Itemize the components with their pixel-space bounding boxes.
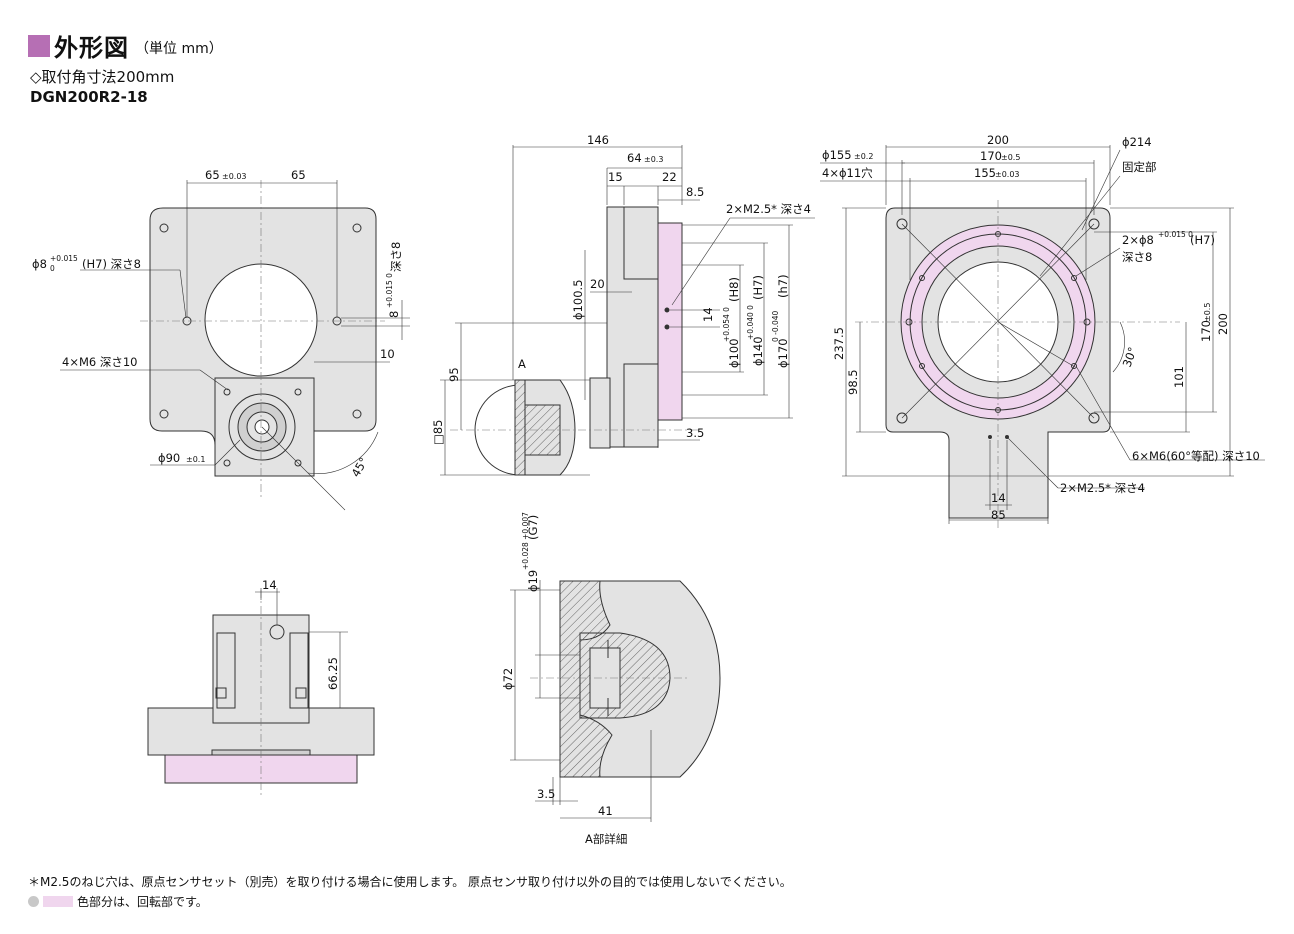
- dim-pin2-tol: +0.015 0: [1158, 230, 1193, 239]
- dim-20: 20: [590, 277, 605, 291]
- bottom-view: 14 66.25: [147, 578, 375, 798]
- dim-200r: 200: [1216, 313, 1230, 335]
- side-view: 146 64 ±0.3 15 22 8.5 2×M2.5* 深さ4 ϕ100.5…: [431, 133, 815, 476]
- dim-101: 101: [1172, 366, 1186, 388]
- dim-phi19: ϕ19: [526, 570, 540, 592]
- dim-14-bottom: 14: [262, 578, 277, 592]
- dim-pin-hole: ϕ8: [32, 257, 47, 271]
- label-fixed: 固定部: [1122, 160, 1157, 174]
- dim-phi72: ϕ72: [501, 668, 515, 690]
- dim-237-5: 237.5: [832, 327, 846, 360]
- footnote-rotating-text: 色部分は、回転部です。: [77, 895, 208, 909]
- dim-phi100-tol: +0.054 0: [722, 307, 731, 342]
- dim-64: 64: [627, 151, 642, 165]
- title-marker: [28, 34, 50, 57]
- dim-phi19-tol: +0.028 +0.007: [521, 512, 530, 570]
- dim-64-tol: ±0.3: [644, 155, 663, 164]
- dim-170r: 170: [1199, 320, 1213, 342]
- dim-8-5: 8.5: [686, 185, 704, 199]
- dim-170-tol: ±0.5: [1001, 153, 1020, 162]
- label-a: A: [518, 357, 526, 371]
- dim-m25x2: 2×M2.5* 深さ4: [1060, 481, 1145, 495]
- dim-phi155: ϕ155: [822, 148, 852, 162]
- dim-right-8-tol: +0.015 0: [385, 273, 394, 308]
- dim-phi155-tol: ±0.2: [854, 152, 873, 161]
- dim-pin-hole-tol-up: +0.015: [50, 254, 78, 263]
- dim-phi140-fit: (H7): [751, 275, 765, 300]
- dim-170r-tol: ±0.5: [1203, 303, 1212, 322]
- model-name: DGN200R2-18: [30, 88, 148, 106]
- dim-65: 65: [291, 168, 306, 182]
- dim-95: 95: [447, 367, 461, 382]
- dim-146: 146: [587, 133, 609, 147]
- dim-22: 22: [662, 170, 677, 184]
- dim-155: 155: [974, 166, 996, 180]
- dim-65-tol-note: ±0.03: [222, 172, 247, 181]
- dim-85: 85: [991, 508, 1006, 522]
- dim-65-tol: 65: [205, 168, 220, 182]
- footnote-rotating: 色部分は、回転部です。: [28, 893, 208, 910]
- dim-3-5-detail: 3.5: [537, 787, 555, 801]
- dim-angle45: 45°: [348, 455, 370, 480]
- dim-pin2-fit: (H7): [1190, 233, 1215, 247]
- dim-phi170-fit: (h7): [776, 274, 790, 298]
- dim-98-5: 98.5: [846, 369, 860, 395]
- dim-170: 170: [980, 149, 1002, 163]
- dim-right-depth: 深さ8: [389, 242, 403, 272]
- dim-phi100-fit: (H8): [727, 277, 741, 302]
- dim-3-5: 3.5: [686, 426, 704, 440]
- dim-phi90: ϕ90: [158, 451, 180, 465]
- dim-m25: 2×M2.5* 深さ4: [726, 202, 811, 216]
- dim-phi170-tol: 0 -0.040: [771, 310, 780, 342]
- dim-phi19-fit: (G7): [526, 515, 540, 540]
- mount-size: ◇取付角寸法200mm: [30, 68, 175, 86]
- dim-14-top: 14: [991, 491, 1006, 505]
- unit-label: （単位 mm）: [135, 40, 223, 57]
- dim-pin-hole-tol-lo: 0: [50, 264, 55, 273]
- dim-200: 200: [987, 133, 1009, 147]
- dim-phi214: ϕ214: [1122, 135, 1152, 149]
- front-view: 65 ±0.03 65 ϕ8 +0.015 0 (H7) 深さ8 8 +0.01…: [32, 168, 410, 511]
- dim-66-25: 66.25: [326, 657, 340, 690]
- page-title: 外形図: [54, 34, 129, 62]
- dim-phi140-tol: +0.040 0: [746, 305, 755, 340]
- dim-sq85: □85: [431, 420, 445, 446]
- dim-phi170: ϕ170: [776, 338, 790, 368]
- dim-phi100: ϕ100: [727, 338, 741, 368]
- header: 外形図 （単位 mm）: [28, 28, 223, 63]
- dim-m6x6: 6×M6(60°等配) 深さ10: [1132, 449, 1260, 463]
- gray-dot-icon: [28, 896, 39, 907]
- dim-phi140: ϕ140: [751, 336, 765, 366]
- dim-14: 14: [701, 307, 715, 322]
- dim-phi90-tol: ±0.1: [186, 455, 205, 464]
- dim-155-tol: ±0.03: [995, 170, 1020, 179]
- dim-phi100-5: ϕ100.5: [571, 279, 585, 320]
- dim-41: 41: [598, 804, 613, 818]
- pink-swatch-icon: [43, 896, 73, 907]
- dim-pin2-depth: 深さ8: [1122, 250, 1152, 264]
- dim-m6: 4×M6 深さ10: [62, 355, 137, 369]
- footnote-m25: ＊M2.5のねじ穴は、原点センサセット（別売）を取り付ける場合に使用します。 原…: [28, 875, 792, 889]
- dim-right-8: 8: [387, 311, 401, 318]
- detail-a-view: ϕ19 +0.028 +0.007 (G7) ϕ72 3.5 41 A部詳細: [501, 512, 721, 846]
- dim-10: 10: [380, 347, 395, 361]
- dim-pin-hole-fit: (H7) 深さ8: [82, 257, 141, 271]
- dim-angle30: 30°: [1120, 345, 1140, 369]
- dim-15: 15: [608, 170, 623, 184]
- top-view: 200 ϕ214 ϕ155 ±0.2 4×ϕ11穴 170 ±0.5 155 ±…: [820, 133, 1265, 530]
- dim-holes11: 4×ϕ11穴: [822, 166, 873, 180]
- dim-pin2: 2×ϕ8: [1122, 233, 1154, 247]
- detail-a-caption: A部詳細: [585, 832, 627, 846]
